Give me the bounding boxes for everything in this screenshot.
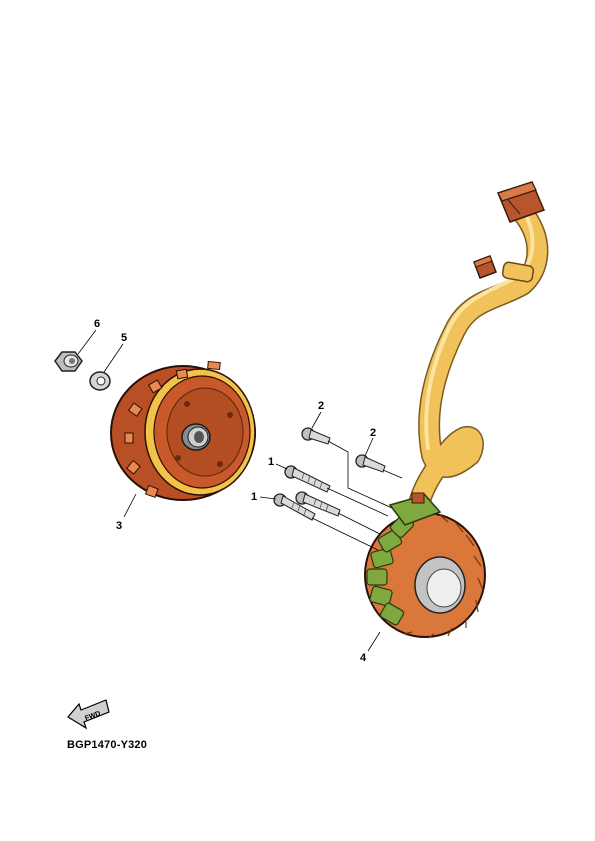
- callout-6: 6: [77, 318, 100, 355]
- bolt-2-upper: [301, 427, 331, 445]
- assembly-guide-lines: [311, 440, 403, 551]
- callout-5-label: 5: [121, 332, 127, 344]
- callout-4: 4: [360, 631, 381, 664]
- bolt-1-upper: [284, 465, 331, 493]
- callout-3: 3: [116, 493, 137, 532]
- callout-2-upper-label: 2: [318, 400, 324, 412]
- bolt-1-middle: [295, 491, 341, 517]
- small-connector: [473, 255, 497, 279]
- callout-1-upper-label: 1: [268, 456, 274, 468]
- bolt-1-lower: [273, 493, 316, 521]
- diagram-code: BGP1470-Y320: [67, 739, 148, 751]
- callout-1-lower-label: 1: [251, 491, 257, 503]
- callout-2-lower: 2: [364, 427, 376, 457]
- callout-5: 5: [103, 332, 127, 373]
- wire-harness: [409, 201, 549, 511]
- nut: [54, 351, 83, 372]
- callout-1-upper: 1: [268, 456, 288, 470]
- harness-connector: [496, 181, 546, 223]
- callout-4-label: 4: [360, 652, 367, 664]
- callout-2-lower-label: 2: [370, 427, 376, 439]
- rotor-flywheel: [110, 360, 256, 501]
- callout-3-label: 3: [116, 520, 122, 532]
- callout-2-upper: 2: [311, 400, 324, 429]
- washer: [89, 371, 111, 391]
- callout-1-lower: 1: [251, 491, 277, 503]
- bolt-2-lower: [355, 454, 386, 473]
- fwd-arrow-icon: FWD: [67, 699, 110, 730]
- stator-assembly: [364, 492, 486, 639]
- callout-6-label: 6: [94, 318, 100, 330]
